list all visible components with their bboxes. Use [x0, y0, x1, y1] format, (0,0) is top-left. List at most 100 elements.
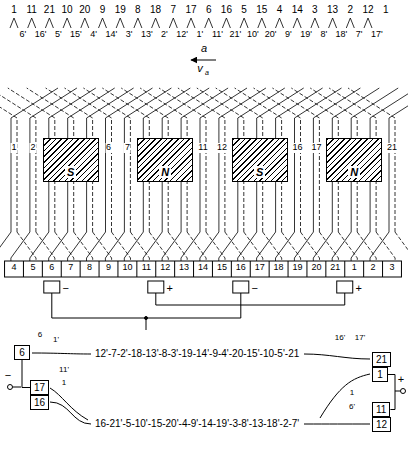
sequence-number: 3 [312, 4, 318, 15]
wire-label: 1' [53, 336, 59, 345]
commutator [5, 261, 402, 277]
sequence-carets [10, 18, 372, 28]
wire-label: 1 [62, 379, 66, 388]
sequence-number: 19' [300, 30, 312, 40]
sequence-number: 13 [327, 4, 338, 15]
segment-box: 1 [372, 367, 388, 382]
sequence-number: 16 [221, 4, 232, 15]
sequence-number: 1 [383, 4, 389, 15]
slot-number: 11 [197, 143, 208, 153]
segment-number: 8 [87, 263, 92, 273]
segment-number: 7 [68, 263, 73, 273]
brush-polarity: + [167, 282, 173, 294]
wire-connector [22, 360, 30, 388]
sequence-number: 14 [292, 4, 303, 15]
sequence-number: 21 [44, 4, 55, 15]
slot-number: 21 [386, 143, 398, 153]
segment-number: 16 [236, 263, 246, 273]
segment-number: 17 [255, 263, 265, 273]
sequence-number: 6 [206, 4, 212, 15]
node-text: 16 [34, 397, 45, 408]
segment-number: 12 [160, 263, 170, 273]
node-text: 12 [376, 419, 387, 430]
sequence-number: 17 [185, 4, 196, 15]
brush-wires [52, 293, 345, 330]
node-text: 21 [376, 354, 387, 365]
node-text: 1 [377, 369, 383, 380]
circuit-wires [8, 353, 406, 424]
sequence-number: 13' [141, 30, 153, 40]
segment-number: 2 [371, 263, 376, 273]
segment-number: 20 [311, 263, 321, 273]
segment-number: 9 [106, 263, 111, 273]
brushes [44, 281, 353, 293]
wire-label: 6' [349, 403, 355, 412]
wire-label: 17' [355, 334, 365, 343]
sequence-number: 20' [265, 30, 277, 40]
segment-number: 11 [142, 263, 151, 273]
magnet-pole: S [43, 138, 99, 182]
sequence-number: 10 [62, 4, 73, 15]
coil-sequence: 16-21'-5-10'-15-20'-4-9'-14-19'-3-8'-13-… [95, 418, 299, 429]
wire-label: 11' [59, 366, 69, 375]
sequence-number: 1 [11, 4, 17, 15]
conductor-label: a [201, 42, 207, 54]
slot-number: 6 [105, 143, 112, 153]
segment-number: 13 [179, 263, 189, 273]
sequence-number: 9' [285, 30, 292, 40]
wire-label: 6 [38, 331, 42, 340]
segment-number: 15 [217, 263, 227, 273]
sequence-number: 12 [362, 4, 373, 15]
slot-number: 2 [29, 143, 36, 153]
velocity-arrow [191, 60, 216, 61]
brush-polarity: − [252, 282, 258, 294]
segment-box: 6 [14, 345, 30, 360]
sequence-number: 7 [171, 4, 177, 15]
sequence-number: 8' [320, 30, 327, 40]
sequence-number: 12' [176, 30, 188, 40]
sequence-number: 15' [70, 30, 82, 40]
sequence-number: 5 [241, 4, 247, 15]
segment-box: 17 [30, 380, 49, 395]
velocity-label: v [197, 62, 203, 74]
segment-number: 18 [274, 263, 284, 273]
sequence-number: 19 [115, 4, 126, 15]
sequence-number: 6' [19, 30, 26, 40]
sequence-number: 7' [356, 30, 363, 40]
sequence-number: 1' [196, 30, 203, 40]
segment-number: 14 [198, 263, 208, 273]
sequence-number: 11' [212, 30, 223, 40]
slot-number: 1 [10, 143, 17, 153]
segment-box: 21 [372, 352, 391, 367]
magnet-pole: N [326, 138, 382, 182]
segment-box: 11 [372, 402, 390, 417]
slot-number: 7 [124, 143, 131, 153]
segment-number: 1 [352, 263, 357, 273]
coil-sequence: 12'-7-2'-18-13'-8-3'-19-14'-9-4'-20-15'-… [95, 348, 299, 359]
node-text: N [159, 166, 171, 178]
slot-number: 12 [216, 143, 228, 153]
segment-number: 3 [389, 263, 394, 273]
sequence-number: 4' [90, 30, 97, 40]
node-text: 11 [376, 404, 386, 415]
sequence-number: 18 [150, 4, 161, 15]
slot-number: 16 [291, 143, 303, 153]
sequence-number: 5' [55, 30, 62, 40]
sequence-number: 8 [135, 4, 141, 15]
sequence-number: 16' [35, 30, 47, 40]
node-text: 17 [34, 382, 45, 393]
sequence-number: 9 [100, 4, 106, 15]
sequence-number: 17' [371, 30, 383, 40]
brush-polarity: + [356, 282, 362, 294]
sequence-number: 10' [247, 30, 259, 40]
sequence-number: 2 [348, 4, 354, 15]
segment-number: 10 [122, 263, 132, 273]
sequence-number: 18' [336, 30, 348, 40]
segment-number: 19 [292, 263, 302, 273]
segment-number: 21 [330, 263, 340, 273]
node-text: 6 [19, 347, 25, 358]
velocity-subscript: a [205, 69, 209, 77]
